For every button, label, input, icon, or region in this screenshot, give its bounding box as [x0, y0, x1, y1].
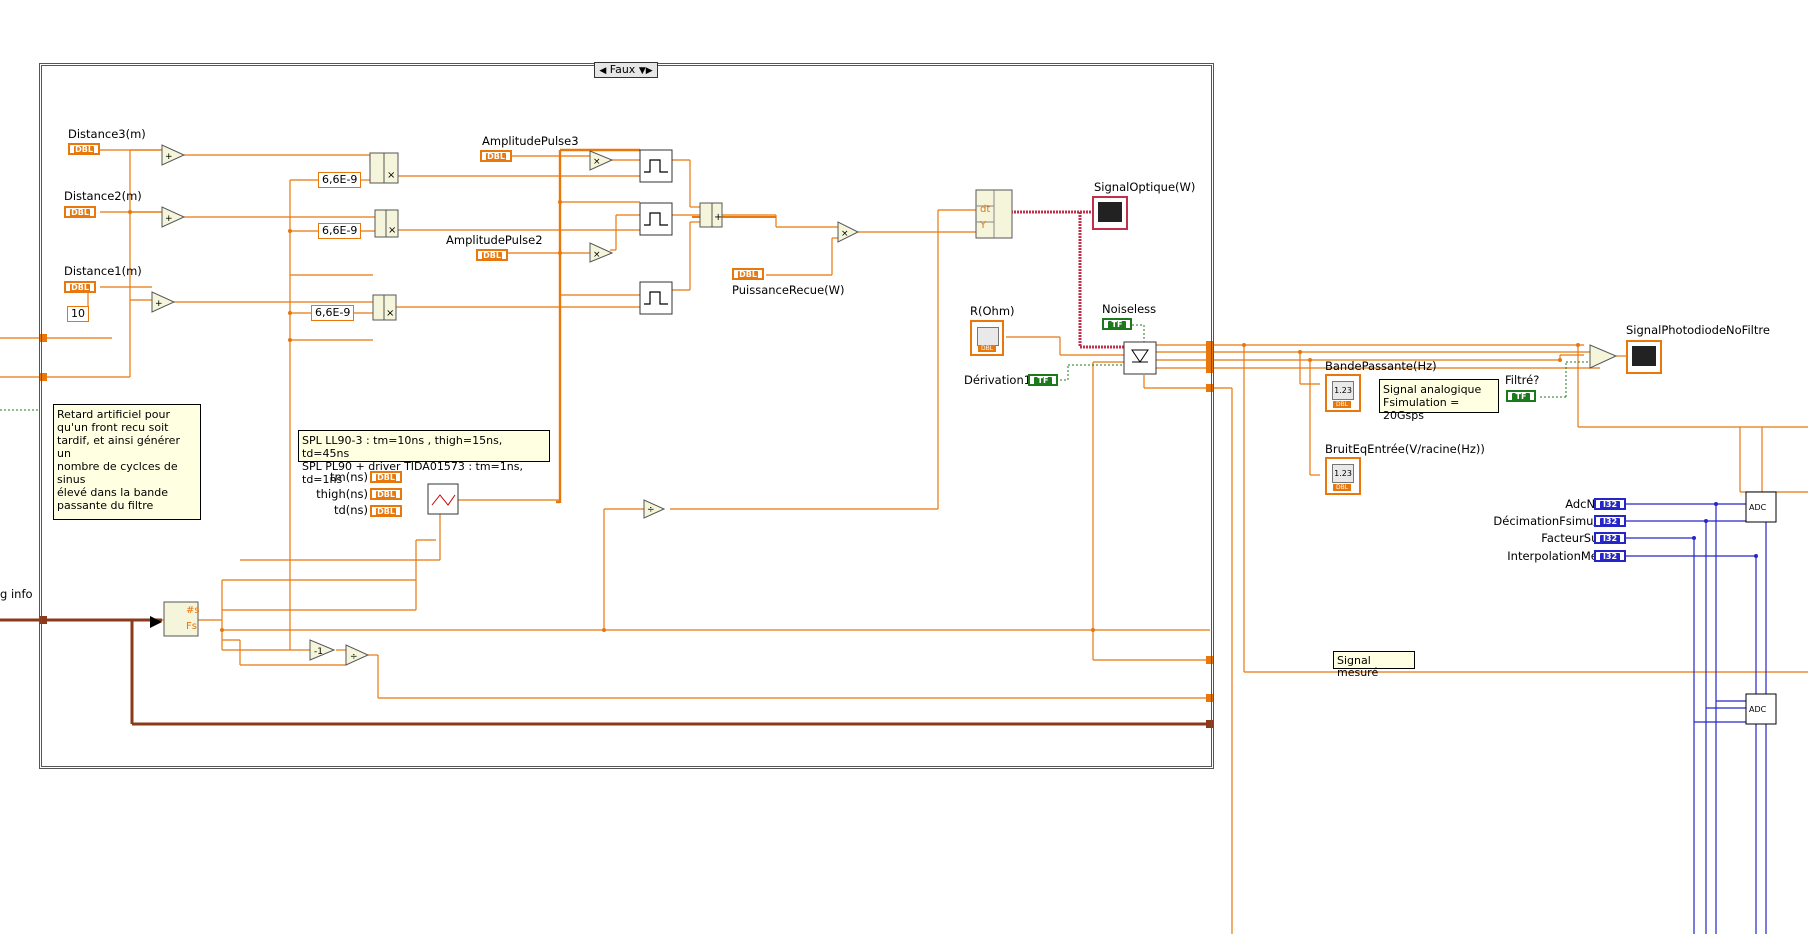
decimation-label: DécimationFsimu/Fech	[1493, 514, 1624, 528]
adc-block-1[interactable]: ADC	[1749, 503, 1767, 512]
slider-control-icon	[977, 327, 999, 346]
r-ohm-type-tag: DBL	[978, 345, 996, 352]
decimation-terminal[interactable]: I32	[1594, 515, 1626, 527]
signal-photodiode-label: SignalPhotodiodeNoFiltre	[1626, 323, 1770, 337]
amplitude-pulse3-terminal[interactable]: DBL	[480, 150, 512, 162]
signal-analogique-note: Signal analogique Fsimulation = 20Gsps	[1379, 379, 1499, 422]
waveform-graph-icon	[1632, 346, 1656, 366]
bruit-eq-indicator[interactable]: 1.23 DBL	[1325, 457, 1361, 495]
distance3-terminal[interactable]: DBL	[68, 143, 100, 155]
filtre-label: Filtré?	[1505, 373, 1540, 387]
bundle-fs: Fs	[186, 621, 197, 632]
svg-text:+: +	[165, 214, 173, 224]
amplitude-pulse2-terminal[interactable]: DBL	[476, 249, 508, 261]
bande-passante-indicator[interactable]: 1.23 DBL	[1325, 374, 1361, 412]
waveform-dt: dt	[980, 204, 991, 215]
signal-photodiode-graph-indicator[interactable]	[1626, 340, 1662, 374]
bruit-eq-label: BruitEqEntrée(V/racine(Hz))	[1325, 442, 1485, 456]
distance1-terminal[interactable]: DBL	[64, 281, 96, 293]
noiseless-label: Noiseless	[1102, 302, 1157, 316]
svg-text:+: +	[714, 212, 722, 223]
svg-text:÷: ÷	[350, 652, 358, 662]
case-prev-arrow-icon[interactable]: ◀	[599, 66, 607, 76]
puissance-recue-label: PuissanceRecue(W)	[732, 283, 845, 297]
bande-passante-label: BandePassante(Hz)	[1325, 359, 1437, 373]
signal-optique-label: SignalOptique(W)	[1094, 180, 1196, 194]
noiseless-terminal[interactable]: TF	[1102, 318, 1132, 330]
distance1-label: Distance1(m)	[64, 264, 142, 278]
thigh-label: thigh(ns)	[316, 487, 368, 501]
svg-text:×: ×	[593, 250, 601, 260]
thigh-terminal[interactable]: DBL	[370, 488, 402, 500]
svg-text:×: ×	[387, 170, 395, 181]
amplitude-pulse3-label: AmplitudePulse3	[482, 134, 579, 148]
constant-tau3[interactable]: 6,6E-9	[318, 172, 362, 188]
svg-text:+: +	[165, 152, 173, 162]
tm-terminal[interactable]: DBL	[370, 471, 402, 483]
retard-note: Retard artificiel pour qu'un front recu …	[53, 404, 201, 520]
bruit-eq-type-tag: DBL	[1333, 484, 1351, 491]
signal-optique-graph-indicator[interactable]	[1092, 196, 1128, 230]
adc-block-2[interactable]: ADC	[1749, 705, 1767, 714]
td-label: td(ns)	[333, 503, 368, 517]
amplitude-pulse2-label: AmplitudePulse2	[446, 233, 543, 247]
constant-tau1[interactable]: 6,6E-9	[311, 305, 355, 321]
case-dropdown-arrow-icon[interactable]: ▼▶	[638, 66, 653, 76]
bundle-hash-s: #s	[186, 605, 200, 616]
numeric-indicator-icon: 1.23	[1332, 464, 1354, 483]
svg-text:×: ×	[841, 229, 849, 239]
facteur-sur-ech-terminal[interactable]: I32	[1594, 532, 1626, 544]
td-terminal[interactable]: DBL	[370, 505, 402, 517]
derivation1-terminal[interactable]: TF	[1028, 374, 1058, 386]
r-ohm-knob-control[interactable]: DBL	[970, 320, 1004, 356]
error-info-label: g info	[0, 587, 33, 601]
derivation1-label: Dérivation1	[964, 373, 1032, 387]
filtre-terminal[interactable]: TF	[1506, 390, 1536, 402]
signal-mesure-note: Signal mesuré	[1333, 651, 1415, 679]
waveform-graph-icon	[1098, 202, 1122, 222]
spl-note: SPL LL90-3 : tm=10ns , thigh=15ns, td=45…	[298, 430, 550, 486]
puissance-recue-terminal[interactable]: DBL	[732, 268, 764, 280]
svg-text:-1: -1	[314, 647, 323, 657]
numeric-indicator-icon: 1.23	[1332, 381, 1354, 400]
svg-text:÷: ÷	[647, 505, 655, 515]
case-selector-value: Faux	[609, 63, 636, 76]
case-structure	[39, 63, 1214, 769]
svg-text:×: ×	[386, 308, 394, 319]
bande-passante-type-tag: DBL	[1333, 401, 1351, 408]
constant-ten[interactable]: 10	[67, 306, 89, 322]
distance3-label: Distance3(m)	[68, 127, 146, 141]
distance2-terminal[interactable]: DBL	[64, 206, 96, 218]
case-selector[interactable]: ◀ Faux ▼▶	[594, 62, 658, 78]
svg-text:×: ×	[388, 225, 396, 236]
waveform-y: Y	[980, 220, 987, 231]
adc-nb-bits-terminal[interactable]: I32	[1594, 498, 1626, 510]
interpolation-terminal[interactable]: I32	[1594, 550, 1626, 562]
svg-text:+: +	[155, 299, 163, 309]
distance2-label: Distance2(m)	[64, 189, 142, 203]
constant-tau2[interactable]: 6,6E-9	[318, 223, 362, 239]
tm-label: tm(ns)	[330, 470, 368, 484]
r-ohm-label: R(Ohm)	[970, 304, 1015, 318]
svg-text:×: ×	[593, 157, 601, 167]
